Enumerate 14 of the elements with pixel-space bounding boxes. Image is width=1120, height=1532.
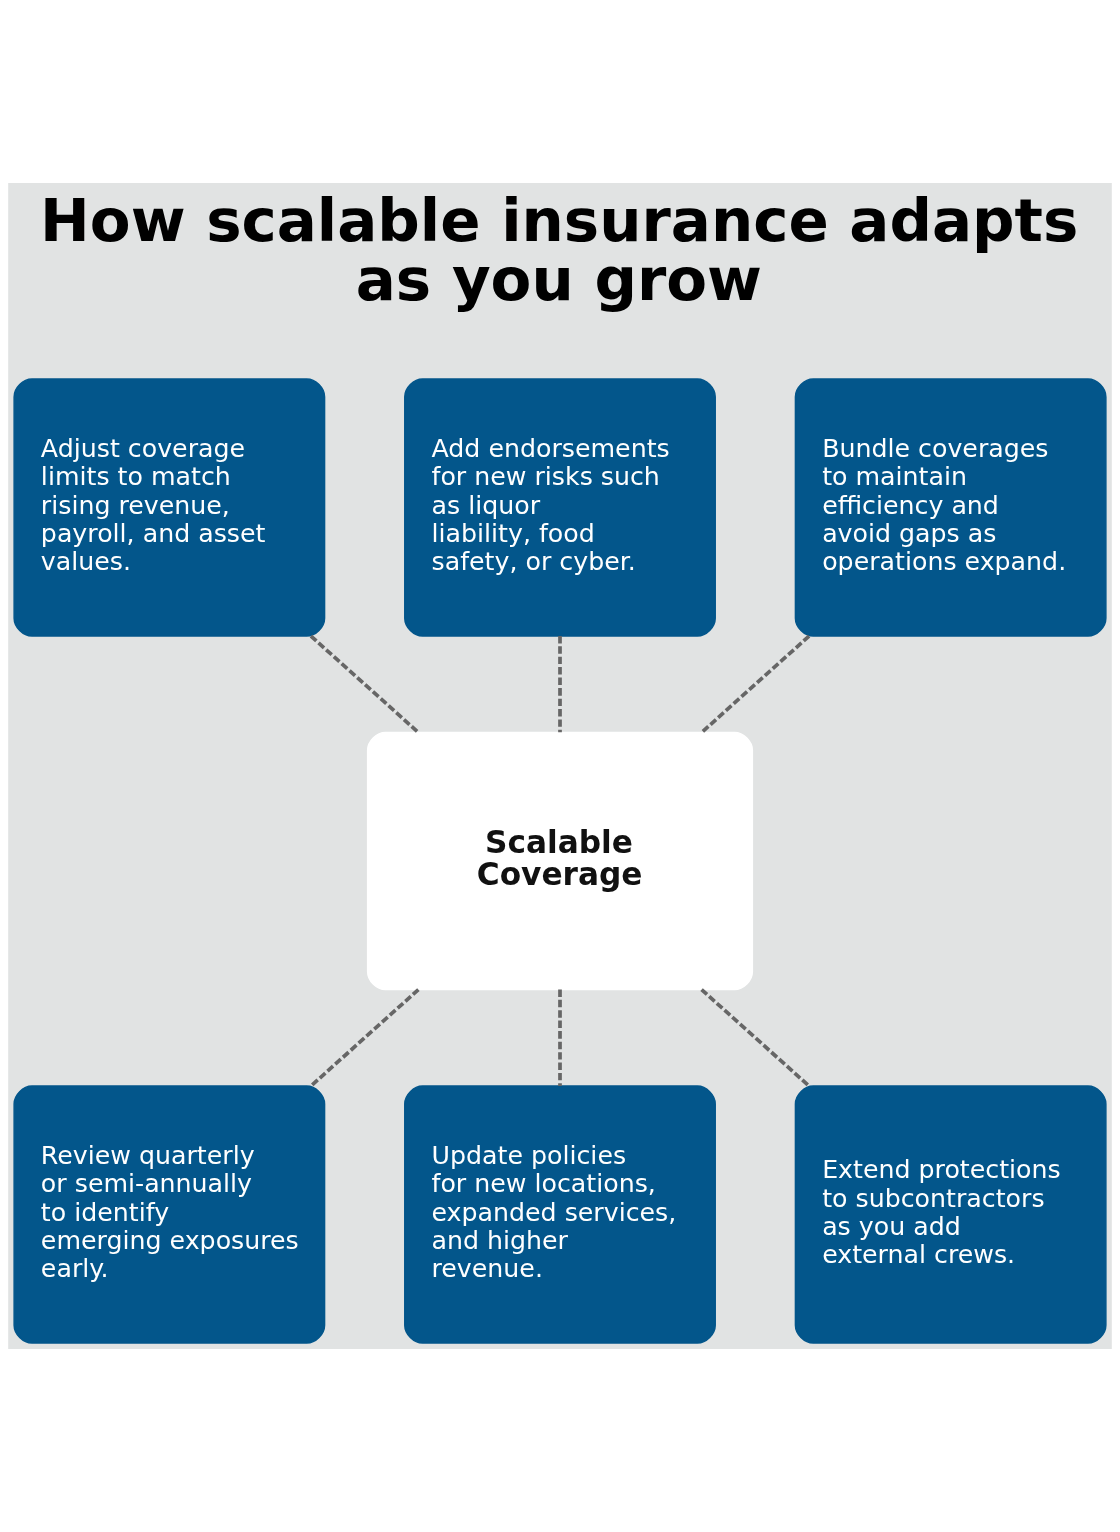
node-box: Add endorsements for new risks such as liquor liability, food safety, or cyber. — [404, 378, 716, 637]
connector — [558, 636, 562, 733]
connector — [309, 988, 420, 1088]
connector — [700, 634, 811, 734]
node-box: Bundle coverages to maintain efficiency and avoid gaps as operations expand. — [794, 378, 1107, 637]
node-box: Adjust coverage limits to match rising revenue, payroll, and asset values. — [13, 378, 326, 637]
node-box: Scalable Coverage — [366, 731, 754, 991]
node-box: Review quarterly or semi-annually to identify emerging exposures early. — [13, 1085, 326, 1344]
node-box: Update policies for new locations, expanded services, and higher revenue. — [404, 1085, 716, 1344]
connector — [558, 989, 562, 1086]
diagram-title: How scalable insurance adapts as you grow — [40, 185, 1079, 315]
node-box: Extend protections to subcontractors as you add external crews. — [794, 1085, 1107, 1344]
connector — [700, 988, 811, 1088]
connector — [309, 634, 420, 734]
